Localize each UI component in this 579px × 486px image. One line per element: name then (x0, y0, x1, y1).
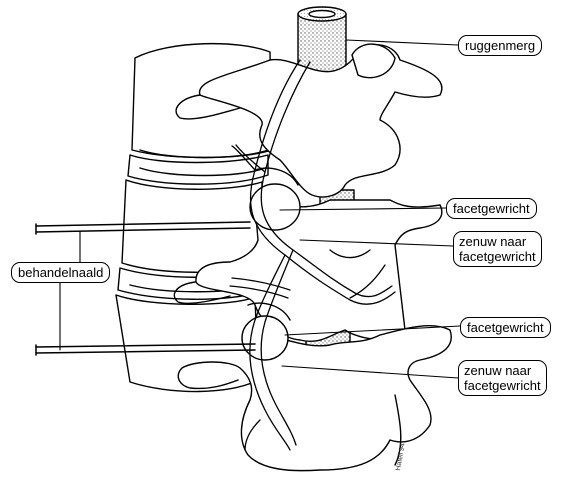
label-zenuw-upper: zenuw naar facetgewricht (453, 231, 542, 267)
facet-joint-upper (250, 184, 300, 230)
label-facetgewricht-upper: facetgewricht (446, 198, 537, 219)
label-ruggenmerg: ruggenmerg (458, 35, 542, 56)
label-facetgewricht-lower: facetgewricht (460, 317, 551, 338)
label-behandelnaald: behandelnaald (11, 262, 110, 283)
label-zenuw-lower: zenuw naar facetgewricht (458, 360, 547, 396)
